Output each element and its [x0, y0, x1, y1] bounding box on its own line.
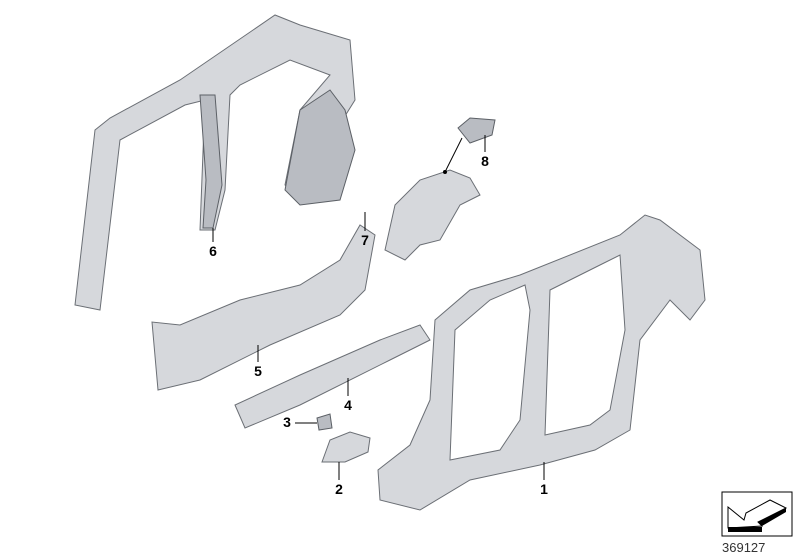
callout-2[interactable]: 2	[335, 481, 343, 497]
callout-1[interactable]: 1	[540, 481, 548, 497]
callout-4[interactable]: 4	[344, 397, 352, 413]
leader-8-dot-line	[444, 137, 463, 173]
callout-5[interactable]: 5	[254, 363, 262, 379]
diagram-number: 369127	[722, 540, 766, 555]
part-1	[377, 214, 706, 511]
parts-view-arrow-icon	[721, 491, 793, 537]
leader-8-dot	[443, 170, 447, 174]
part-3	[316, 413, 333, 431]
part-4	[234, 324, 431, 429]
callout-7[interactable]: 7	[361, 232, 369, 248]
callout-3[interactable]: 3	[283, 414, 291, 430]
part-5	[151, 224, 376, 391]
part-7	[384, 169, 481, 261]
callout-8[interactable]: 8	[481, 153, 489, 169]
part-8	[457, 117, 496, 144]
part-2	[321, 431, 371, 463]
callout-6[interactable]: 6	[209, 243, 217, 259]
